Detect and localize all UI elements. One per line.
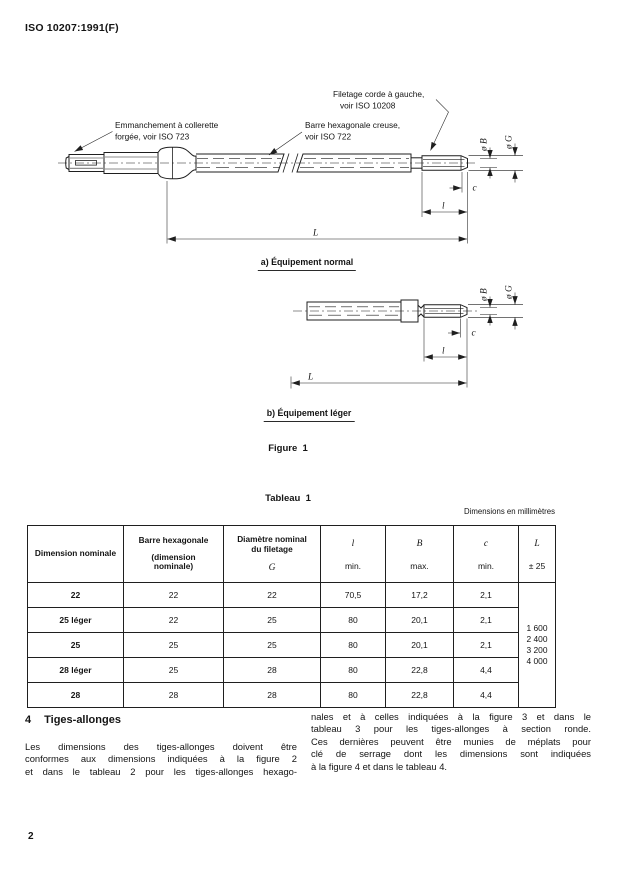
body-text-left-column: Les dimensions des tiges-allonges doiven… (25, 741, 297, 777)
drawing-equipement-leger (293, 299, 480, 323)
table-row: 22 22 22 70,5 17,2 2,1 1 600 2 400 3 200… (27, 582, 556, 708)
table-row: 28 léger 25 28 80 22,8 4,4 (27, 657, 556, 683)
dimensions-b (290, 292, 523, 389)
section-number: 4 (25, 714, 32, 726)
dim-label-c-b: c (472, 329, 477, 339)
units-note: Dimensions en millimètres (464, 507, 555, 516)
dim-label-diaB-a: ø B (480, 138, 490, 152)
table-row: 28 28 28 80 22,8 4,4 (27, 682, 556, 708)
figure-caption: Figure 1 (268, 443, 308, 454)
col-l-min: l min. (320, 525, 386, 583)
col-barre-hexagonale: Barre hexagonale (dimension nominale) (123, 525, 224, 583)
section-heading: 4 Tiges-allonges (25, 714, 121, 726)
dim-label-l-b: l (442, 347, 445, 357)
doc-reference: ISO 10207:1991(F) (25, 22, 119, 34)
caption-equipement-normal: a) Équipement normal (257, 257, 357, 271)
dim-label-diaG-b: ø G (505, 285, 515, 300)
L-values-cell: 1 600 2 400 3 200 4 000 (518, 582, 556, 708)
col-diametre-nominal: Diamètre nominal du filetage G (223, 525, 321, 583)
col-dimension-nominale: Dimension nominale (27, 525, 124, 583)
label-hexbar-line2: voir ISO 722 (305, 132, 352, 142)
section-title: Tiges-allonges (44, 714, 121, 726)
page-number: 2 (28, 831, 34, 842)
caption-equipement-leger: b) Équipement léger (263, 408, 355, 422)
body-text-right-column: nales et à celles indiquées à la figure … (311, 711, 591, 772)
col-c-min: c min. (453, 525, 519, 583)
dim-label-diaG-a: ø G (505, 135, 515, 150)
label-shank-line1: Emmanchement à collerette (115, 120, 219, 130)
table-row: 25 léger 22 25 80 20,1 2,1 (27, 607, 556, 633)
col-L-tol: L ± 25 (518, 525, 556, 583)
label-hexbar-line1: Barre hexagonale creuse, (305, 120, 400, 130)
dimensions-a (74, 99, 523, 244)
figure-1: Emmanchement à collerette forgée, voir I… (58, 89, 523, 389)
table-title: Tableau 1 (265, 493, 311, 504)
dim-label-L-a: L (312, 229, 318, 239)
dim-label-diaB-b: ø B (480, 288, 490, 302)
label-thread-line2: voir ISO 10208 (340, 101, 396, 111)
dimensions-table: Dimension nominale Barre hexagonale (dim… (27, 525, 556, 708)
label-thread-line1: Filetage corde à gauche, (333, 89, 424, 99)
dim-label-L-b: L (307, 373, 313, 383)
drawing-equipement-normal (58, 146, 478, 180)
col-B-max: B max. (385, 525, 454, 583)
dim-label-c-a: c (473, 184, 478, 194)
table-header-row: Dimension nominale Barre hexagonale (dim… (27, 525, 556, 583)
label-shank-line2: forgée, voir ISO 723 (115, 132, 190, 142)
dim-label-l-a: l (442, 202, 445, 212)
table-row: 25 25 25 80 20,1 2,1 (27, 632, 556, 658)
